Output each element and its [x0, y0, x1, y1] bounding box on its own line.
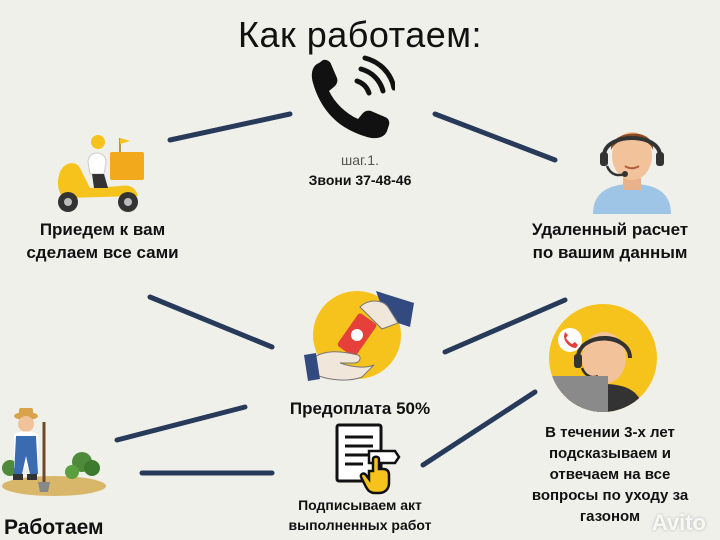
- support-label: В течении 3-х лет подсказываем и отвечае…: [531, 424, 689, 525]
- gardener-icon: [2, 408, 106, 496]
- prepay-label: Предоплата 50%: [289, 399, 431, 418]
- connector-line: [442, 297, 568, 355]
- money-handover-icon: [304, 291, 414, 381]
- call-number: Звони 37-48-46: [308, 172, 412, 188]
- step-label: шаг.1.: [341, 152, 379, 168]
- work-label: Работаем: [4, 516, 104, 539]
- page-title: Как работаем:: [237, 14, 482, 55]
- connector-line: [420, 389, 538, 468]
- act-label: Подписываем акт выполненных работ: [288, 497, 432, 533]
- connector-line: [147, 294, 275, 350]
- connector-line: [167, 111, 293, 143]
- connector-line: [432, 111, 558, 163]
- remote-calc-label: Удаленный расчет по вашим данным: [531, 220, 689, 262]
- phone-icon: [311, 55, 395, 139]
- connector-line: [114, 404, 248, 443]
- support-operator-icon: [549, 304, 657, 412]
- document-sign-icon: [335, 423, 401, 495]
- operator-headset-icon: [593, 132, 671, 214]
- delivery-label: Приедем к вам сделаем все сами: [26, 220, 179, 262]
- avito-watermark: Avito: [651, 510, 706, 535]
- delivery-scooter-icon: [58, 135, 144, 212]
